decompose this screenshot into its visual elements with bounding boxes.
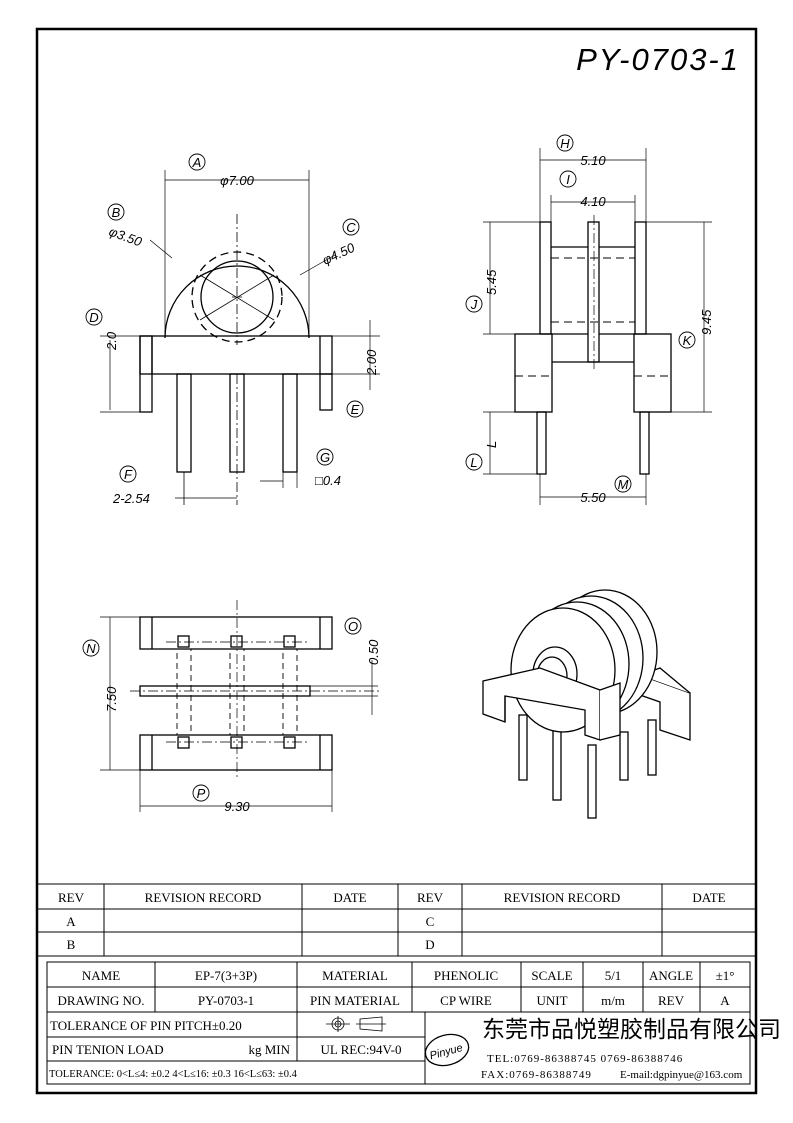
label-O: O	[348, 619, 358, 634]
front-view	[100, 170, 380, 505]
front-view-labels: A φ7.00 B φ3.50 C φ4.50 D 2.0 2.00 E F 2…	[85, 153, 379, 506]
scale-label: SCALE	[531, 968, 572, 983]
label-C: C	[346, 220, 356, 235]
pin-material-value: CP WIRE	[440, 993, 492, 1008]
drawing-no-label: DRAWING NO.	[57, 993, 144, 1008]
label-E: E	[351, 402, 360, 417]
rev-header-left: REV	[58, 890, 85, 905]
dim-P: 9.30	[224, 799, 250, 814]
material-value: PHENOLIC	[434, 968, 498, 983]
company-name: 东莞市品悦塑胶制品有限公司	[482, 1016, 781, 1042]
name-label: NAME	[82, 968, 120, 983]
dim-I: 4.10	[580, 194, 606, 209]
dim-A: φ7.00	[220, 173, 255, 188]
date-header-right: DATE	[692, 890, 725, 905]
dim-H: 5.10	[580, 153, 606, 168]
label-D: D	[89, 310, 98, 325]
company-email: E-mail:dgpinyue@163.com	[620, 1069, 743, 1081]
scale-value: 5/1	[605, 968, 622, 983]
projection-symbol	[326, 1016, 386, 1032]
label-B: B	[112, 205, 121, 220]
ul-rec: UL REC:94V-0	[320, 1042, 401, 1057]
material-label: MATERIAL	[322, 968, 388, 983]
rev-value: A	[720, 993, 730, 1008]
record-header-right: REVISION RECORD	[504, 890, 621, 905]
company-fax: FAX:0769-86388749	[481, 1069, 592, 1081]
label-J: J	[470, 297, 478, 312]
rev-row-b: B	[67, 937, 76, 952]
title-block-text: NAME EP-7(3+3P) MATERIAL PHENOLIC SCALE …	[49, 968, 734, 1080]
revision-table	[36, 883, 757, 957]
dim-L: L	[484, 441, 499, 448]
company-logo: Pinyue	[424, 1033, 470, 1067]
rev-header-right: REV	[417, 890, 444, 905]
name-value: EP-7(3+3P)	[195, 968, 257, 983]
dim-M: 5.50	[580, 490, 606, 505]
dim-K: 9.45	[699, 309, 714, 335]
tolerance-pitch: TOLERANCE OF PIN PITCH±0.20	[50, 1018, 242, 1033]
company-tel: TEL:0769-86388745 0769-86388746	[487, 1053, 683, 1065]
dim-J: 5.45	[484, 269, 499, 295]
side-view	[483, 148, 712, 505]
rev-label: REV	[658, 993, 685, 1008]
rev-row-d: D	[425, 937, 434, 952]
unit-value: m/m	[601, 993, 625, 1008]
pin-tension: PIN TENION LOAD	[52, 1042, 164, 1057]
side-view-labels: H 5.10 I 4.10 J 5.45 K 9.45 L L M 5.50	[465, 134, 714, 505]
label-I: I	[566, 172, 570, 187]
dim-D: 2.0	[104, 331, 119, 351]
company-info: 东莞市品悦塑胶制品有限公司 TEL:0769-86388745 0769-863…	[481, 1016, 781, 1081]
isometric-view	[482, 589, 691, 819]
drawing-number: PY-0703-1	[576, 42, 740, 77]
label-G: G	[320, 450, 330, 465]
bottom-view-labels: N 7.50 O 0.50 P 9.30	[82, 617, 381, 814]
tolerance-line: TOLERANCE: 0<L≤4: ±0.2 4<L≤16: ±0.3 16<L…	[49, 1069, 298, 1080]
angle-value: ±1°	[716, 968, 735, 983]
title-block	[46, 961, 751, 1085]
label-M: M	[618, 477, 629, 492]
sheet-border	[35, 27, 758, 1095]
label-L: L	[470, 455, 477, 470]
pin-material-label: PIN MATERIAL	[310, 993, 400, 1008]
label-P: P	[197, 786, 206, 801]
record-header-left: REVISION RECORD	[145, 890, 262, 905]
label-K: K	[683, 333, 693, 348]
bottom-view	[100, 600, 380, 812]
logo-text: Pinyue	[428, 1042, 464, 1062]
dim-B: φ3.50	[107, 224, 145, 250]
pin-tension-unit: kg MIN	[248, 1042, 290, 1057]
drawing-no-value: PY-0703-1	[198, 993, 254, 1008]
date-header-left: DATE	[333, 890, 366, 905]
unit-label: UNIT	[536, 993, 567, 1008]
angle-label: ANGLE	[649, 968, 693, 983]
dim-200: 2.00	[364, 349, 379, 376]
label-A: A	[192, 155, 202, 170]
dim-N: 7.50	[104, 686, 119, 712]
dim-F: 2-2.54	[112, 491, 150, 506]
label-H: H	[560, 136, 570, 151]
rev-row-c: C	[426, 914, 435, 929]
dim-G: □0.4	[315, 473, 341, 488]
rev-row-a: A	[66, 914, 76, 929]
label-F: F	[124, 467, 133, 482]
revision-table-text: REV REVISION RECORD DATE REV REVISION RE…	[58, 890, 726, 952]
dim-C: φ4.50	[320, 240, 358, 268]
label-N: N	[86, 641, 96, 656]
dim-O: 0.50	[366, 639, 381, 665]
